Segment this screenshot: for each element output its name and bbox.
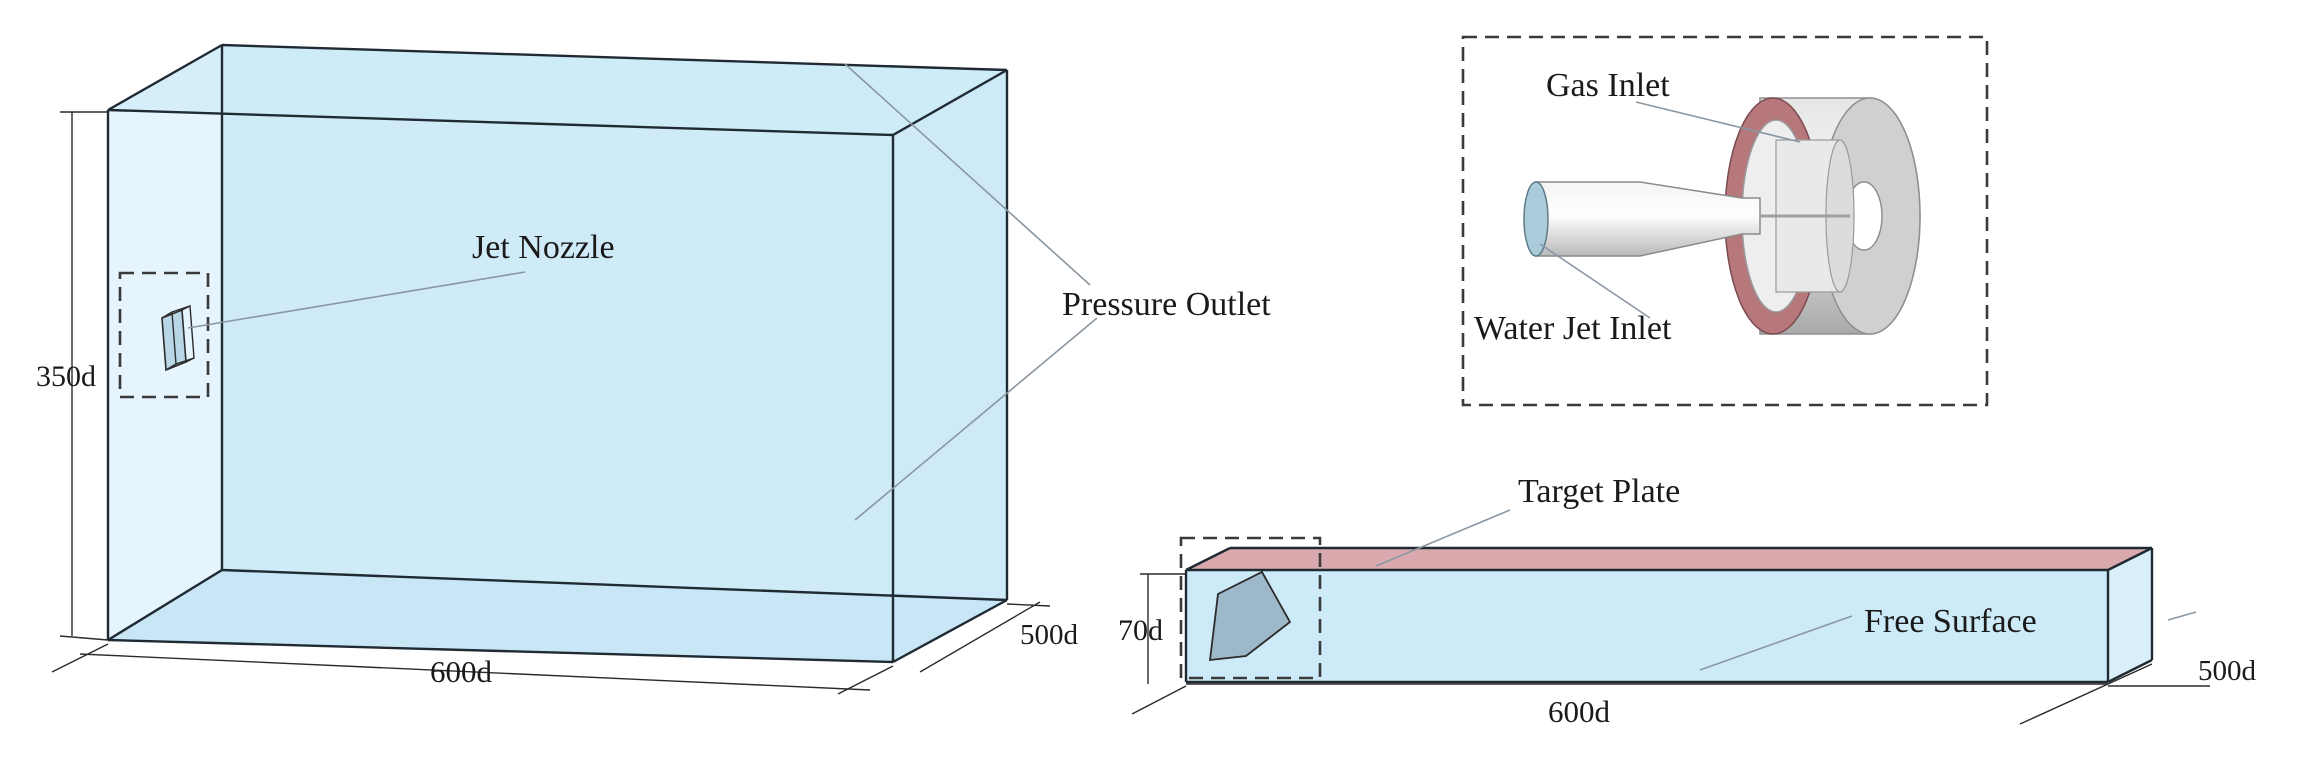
- side-height-dimension-label: 70d: [1118, 614, 1163, 647]
- pressure-outlet-label: Pressure Outlet: [1062, 286, 1271, 323]
- domain-front-face: [222, 45, 1007, 600]
- pressure-outlet-leader-top: [844, 63, 1091, 286]
- domain-side-front-face: [1186, 570, 2108, 682]
- free-surface-label: Free Surface: [1864, 603, 2037, 640]
- side-nozzle-model: [1208, 570, 1292, 662]
- side-depth-dimension: [2019, 663, 2210, 725]
- depth-dimension-label: 500d: [1020, 619, 1079, 651]
- nozzle-detail-box: [1461, 35, 1989, 407]
- side-outlet-leader: [2167, 611, 2197, 621]
- domain-bottom-face: [108, 570, 1007, 662]
- domain-side-end-face: [2108, 548, 2152, 682]
- domain-side-box: Target Plate Free Surface 70d 600d 500d: [1118, 473, 2257, 729]
- length-dimension-label: 600d: [430, 654, 493, 689]
- height-dimension-label: 350d: [36, 360, 96, 393]
- side-height-dimension: [1140, 573, 1186, 684]
- height-dimension: [59, 111, 109, 641]
- depth-dimension: [919, 601, 1051, 673]
- pressure-outlet-leader-bottom: [854, 317, 1098, 521]
- water-jet-inlet-face: [1523, 181, 1549, 257]
- jet-nozzle-label: Jet Nozzle: [472, 229, 615, 266]
- side-depth-dimension-label: 500d: [2198, 655, 2257, 687]
- gas-inlet-label: Gas Inlet: [1546, 67, 1670, 104]
- nozzle-small-model: [161, 305, 195, 372]
- target-plate-label: Target Plate: [1518, 473, 1680, 510]
- side-length-dimension-label: 600d: [1548, 694, 1611, 729]
- gas-inlet-leader: [1635, 101, 1801, 143]
- nozzle-detail: Gas Inlet Water Jet Inlet: [1461, 35, 1989, 407]
- nozzle-tube: [1523, 181, 1850, 257]
- side-nozzle-highlight-box: [1179, 536, 1322, 680]
- domain-edges: [106, 43, 1009, 664]
- jet-nozzle-leader: [187, 271, 526, 329]
- nozzle-highlight-box: [118, 271, 210, 399]
- water-jet-inlet-label: Water Jet Inlet: [1474, 310, 1672, 347]
- water-jet-inlet-leader: [1539, 243, 1651, 319]
- domain-3d-box: Jet Nozzle Pressure Outlet 350d 600d 500…: [36, 43, 1271, 695]
- domain-side-edges: [1184, 546, 2154, 684]
- target-plate-face: [1186, 548, 2152, 570]
- length-dimension: [51, 643, 894, 695]
- target-plate-leader: [1375, 509, 1511, 567]
- side-length-dimension: [1131, 683, 2108, 715]
- free-surface-leader: [1699, 615, 1853, 671]
